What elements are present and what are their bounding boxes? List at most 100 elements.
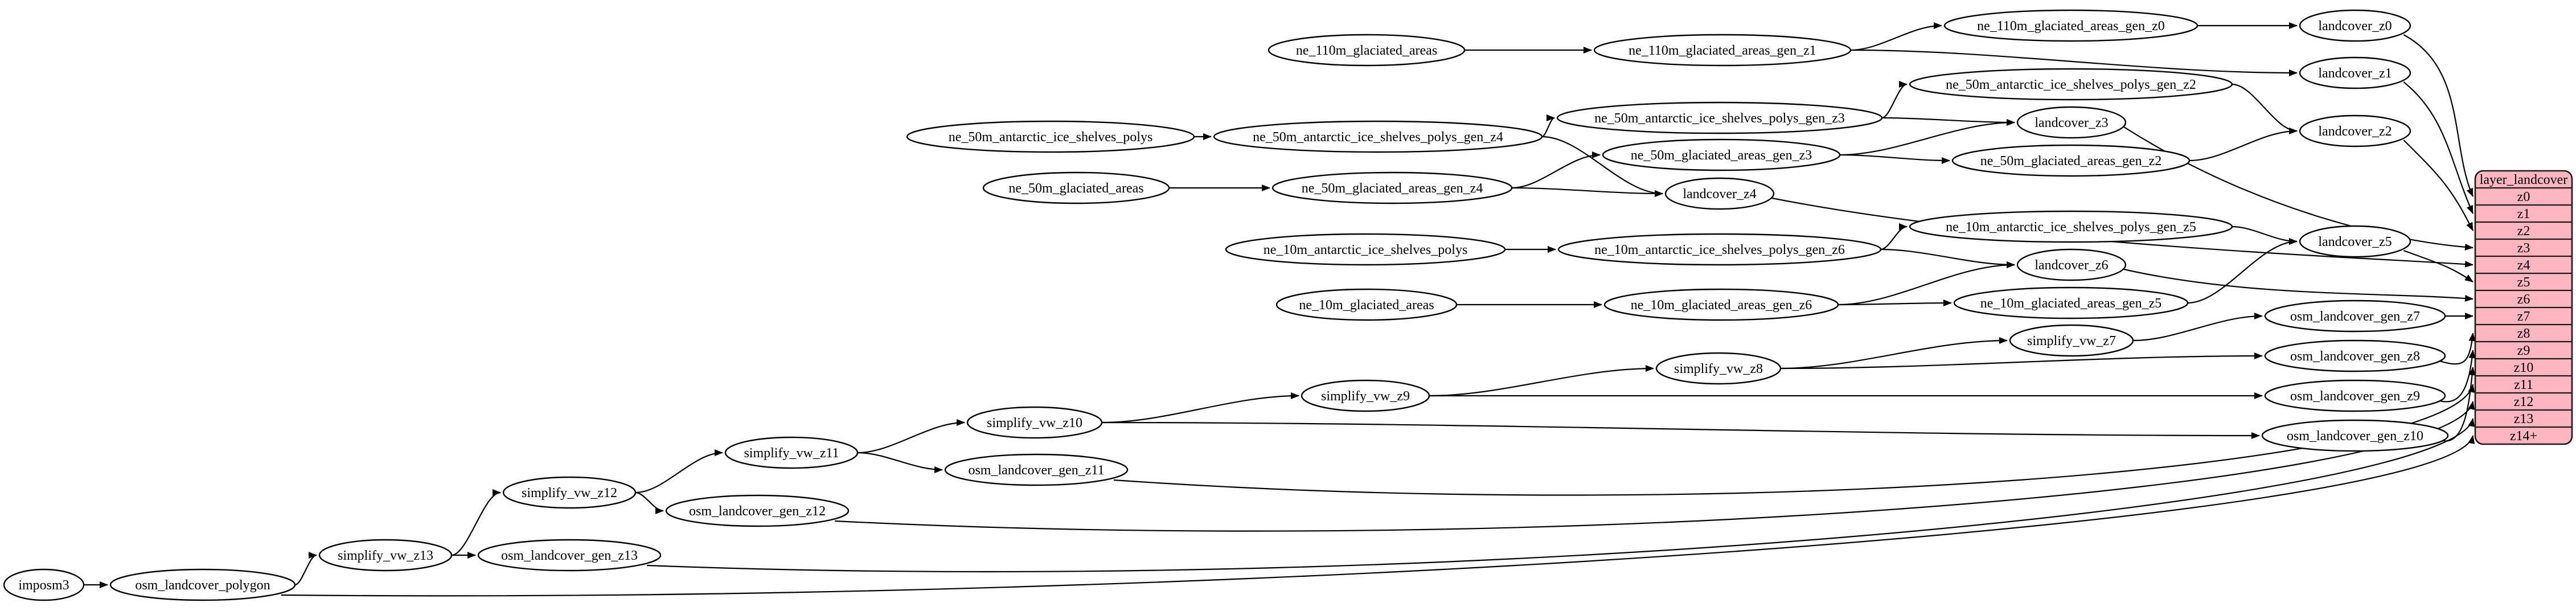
table-row-z9: z9	[2517, 343, 2530, 358]
node-shape-ne_10m_antarctic_ice_shelves_polys_gen_z5	[1909, 210, 2233, 243]
node-label-ne_50m_glaciated_areas_gen_z3: ne_50m_glaciated_areas_gen_z3	[1631, 148, 1812, 163]
node-landcover_z2: landcover_z2	[2299, 114, 2411, 147]
node-shape-osm_landcover_gen_z8	[2264, 339, 2446, 372]
edge-ne_50m_glaciated_areas_gen_z4-to-landcover_z4	[1511, 187, 1663, 197]
node-osm_landcover_gen_z7: osm_landcover_gen_z7	[2264, 300, 2446, 333]
edge-ne_110m_glaciated_areas_gen_z1-to-landcover_z1	[1850, 49, 2298, 76]
node-label-osm_landcover_gen_z10: osm_landcover_gen_z10	[2287, 429, 2423, 444]
node-label-osm_landcover_gen_z12: osm_landcover_gen_z12	[689, 504, 826, 519]
node-label-ne_10m_glaciated_areas_gen_z5: ne_10m_glaciated_areas_gen_z5	[1980, 296, 2162, 311]
edge-landcover_z6-to-layer-row-z6	[2123, 268, 2474, 302]
node-label-landcover_z3: landcover_z3	[2034, 116, 2108, 130]
edge-simplify_vw_z13-to-simplify_vw_z12	[451, 489, 501, 556]
edge-ne_50m_antarctic_ice_shelves_polys_gen_z4-to-ne_50m_antarctic_ice_shelves_polys_gen_z3	[1541, 114, 1555, 138]
node-osm_landcover_gen_z9: osm_landcover_gen_z9	[2264, 379, 2446, 412]
node-shape-simplify_vw_z11	[724, 436, 859, 469]
node-simplify_vw_z8: simplify_vw_z8	[1655, 352, 1782, 385]
node-label-osm_landcover_gen_z7: osm_landcover_gen_z7	[2290, 309, 2420, 324]
edge-ne_10m_glaciated_areas_gen_z5-to-landcover_z5	[2187, 238, 2298, 304]
node-shape-landcover_z5	[2299, 225, 2411, 258]
edge-ne_50m_antarctic_ice_shelves_polys_gen_z2-to-landcover_z2	[2232, 83, 2298, 134]
edge-simplify_vw_z10-to-osm_landcover_gen_z10	[1101, 421, 2260, 439]
node-label-osm_landcover_gen_z8: osm_landcover_gen_z8	[2290, 349, 2420, 364]
edge-osm_landcover_gen_z11-to-layer-row-z11	[1113, 384, 2475, 496]
node-label-osm_landcover_gen_z11: osm_landcover_gen_z11	[968, 463, 1104, 478]
node-simplify_vw_z10: simplify_vw_z10	[966, 406, 1103, 439]
node-ne_10m_glaciated_areas: ne_10m_glaciated_areas	[1275, 288, 1458, 321]
node-label-ne_50m_glaciated_areas_gen_z4: ne_50m_glaciated_areas_gen_z4	[1302, 181, 1483, 196]
edge-landcover_z0-to-layer-row-z0	[2403, 34, 2474, 197]
table-row-z2: z2	[2517, 224, 2530, 239]
edge-ne_10m_antarctic_ice_shelves_polys_gen_z5-to-landcover_z5	[2232, 225, 2298, 245]
node-label-imposm3: imposm3	[18, 578, 69, 593]
edge-landcover_z5-to-layer-row-z5	[2403, 249, 2474, 282]
node-shape-ne_50m_glaciated_areas_gen_z3	[1602, 138, 1841, 171]
node-shape-ne_50m_antarctic_ice_shelves_polys_gen_z2	[1909, 68, 2233, 101]
node-shape-osm_landcover_gen_z7	[2264, 300, 2446, 333]
node-osm_landcover_gen_z8: osm_landcover_gen_z8	[2264, 339, 2446, 372]
node-ne_10m_glaciated_areas_gen_z5: ne_10m_glaciated_areas_gen_z5	[1953, 286, 2189, 319]
node-label-ne_110m_glaciated_areas: ne_110m_glaciated_areas	[1296, 43, 1437, 58]
node-shape-ne_50m_antarctic_ice_shelves_polys_gen_z4	[1213, 120, 1543, 153]
node-ne_50m_antarctic_ice_shelves_polys: ne_50m_antarctic_ice_shelves_polys	[906, 120, 1195, 153]
edge-simplify_vw_z11-to-osm_landcover_gen_z11	[857, 452, 943, 473]
node-shape-ne_110m_glaciated_areas_gen_z0	[1943, 9, 2198, 42]
node-label-simplify_vw_z13: simplify_vw_z13	[338, 548, 433, 563]
table-row-z8: z8	[2517, 326, 2530, 341]
node-ne_50m_glaciated_areas_gen_z4: ne_50m_glaciated_areas_gen_z4	[1271, 171, 1513, 204]
edge-landcover_z4-to-layer-row-z4	[1771, 197, 2474, 268]
node-ne_50m_antarctic_ice_shelves_polys_gen_z4: ne_50m_antarctic_ice_shelves_polys_gen_z…	[1213, 120, 1543, 153]
node-shape-osm_landcover_gen_z12	[665, 494, 850, 527]
node-label-simplify_vw_z9: simplify_vw_z9	[1321, 389, 1410, 404]
edge-ne_10m_glaciated_areas_gen_z6-to-ne_10m_glaciated_areas_gen_z5	[1837, 300, 1952, 307]
node-shape-osm_landcover_gen_z13	[477, 539, 662, 572]
edge-simplify_vw_z7-to-osm_landcover_gen_z7	[2132, 313, 2263, 342]
edge-osm_landcover_gen_z10-to-layer-row-z10	[2440, 367, 2476, 442]
node-shape-landcover_z3	[2016, 106, 2127, 139]
node-simplify_vw_z13: simplify_vw_z13	[318, 539, 453, 572]
node-shape-ne_50m_glaciated_areas_gen_z2	[1951, 144, 2191, 177]
node-label-ne_10m_glaciated_areas_gen_z6: ne_10m_glaciated_areas_gen_z6	[1631, 298, 1812, 313]
node-landcover_z4: landcover_z4	[1664, 177, 1775, 210]
node-label-ne_50m_glaciated_areas_gen_z2: ne_50m_glaciated_areas_gen_z2	[1980, 154, 2162, 169]
node-ne_50m_glaciated_areas_gen_z3: ne_50m_glaciated_areas_gen_z3	[1602, 138, 1841, 171]
node-label-landcover_z4: landcover_z4	[1683, 187, 1756, 202]
table-row-z4: z4	[2517, 258, 2530, 273]
edge-simplify_vw_z8-to-simplify_vw_z7	[1780, 337, 2008, 370]
node-label-ne_10m_glaciated_areas: ne_10m_glaciated_areas	[1299, 298, 1434, 313]
edge-ne_50m_antarctic_ice_shelves_polys_gen_z4-to-landcover_z4	[1541, 136, 1663, 197]
table-row-z10: z10	[2514, 360, 2534, 375]
edge-osm_landcover_gen_z8-to-layer-row-z8	[2438, 333, 2476, 365]
node-label-simplify_vw_z11: simplify_vw_z11	[744, 446, 839, 461]
node-shape-ne_110m_glaciated_areas_gen_z1	[1593, 34, 1852, 67]
node-label-ne_110m_glaciated_areas_gen_z0: ne_110m_glaciated_areas_gen_z0	[1977, 19, 2165, 34]
edge-simplify_vw_z11-to-simplify_vw_z10	[857, 419, 965, 454]
edge-landcover_z1-to-layer-row-z1	[2403, 81, 2474, 214]
node-osm_landcover_gen_z11: osm_landcover_gen_z11	[944, 453, 1129, 486]
node-label-simplify_vw_z7: simplify_vw_z7	[2027, 334, 2116, 348]
edge-ne_50m_glaciated_areas_gen_z3-to-ne_50m_glaciated_areas_gen_z2	[1839, 154, 1950, 164]
node-label-landcover_z6: landcover_z6	[2034, 258, 2108, 273]
node-osm_landcover_gen_z13: osm_landcover_gen_z13	[477, 539, 662, 572]
node-shape-landcover_z1	[2299, 56, 2411, 89]
node-shape-simplify_vw_z7	[2009, 324, 2134, 357]
table-row-z14+: z14+	[2510, 429, 2537, 444]
node-shape-simplify_vw_z12	[502, 476, 637, 509]
node-landcover_z1: landcover_z1	[2299, 56, 2411, 89]
node-shape-imposm3	[3, 568, 85, 601]
node-shape-ne_10m_glaciated_areas	[1275, 288, 1458, 321]
node-ne_110m_glaciated_areas: ne_110m_glaciated_areas	[1268, 34, 1466, 67]
table-row-z11: z11	[2514, 378, 2533, 392]
node-landcover_z6: landcover_z6	[2016, 248, 2127, 281]
node-ne_10m_glaciated_areas_gen_z6: ne_10m_glaciated_areas_gen_z6	[1603, 288, 1839, 321]
edge-osm_landcover_gen_z9-to-layer-row-z9	[2438, 350, 2476, 403]
node-ne_10m_antarctic_ice_shelves_polys: ne_10m_antarctic_ice_shelves_polys	[1225, 233, 1506, 266]
table-row-z13: z13	[2514, 412, 2534, 427]
table-row-z3: z3	[2517, 241, 2530, 256]
node-label-simplify_vw_z12: simplify_vw_z12	[522, 486, 617, 501]
node-osm_landcover_gen_z10: osm_landcover_gen_z10	[2261, 419, 2449, 452]
table-title: layer_landcover	[2480, 173, 2568, 187]
node-label-ne_10m_antarctic_ice_shelves_polys_gen_z6: ne_10m_antarctic_ice_shelves_polys_gen_z…	[1594, 243, 1845, 257]
